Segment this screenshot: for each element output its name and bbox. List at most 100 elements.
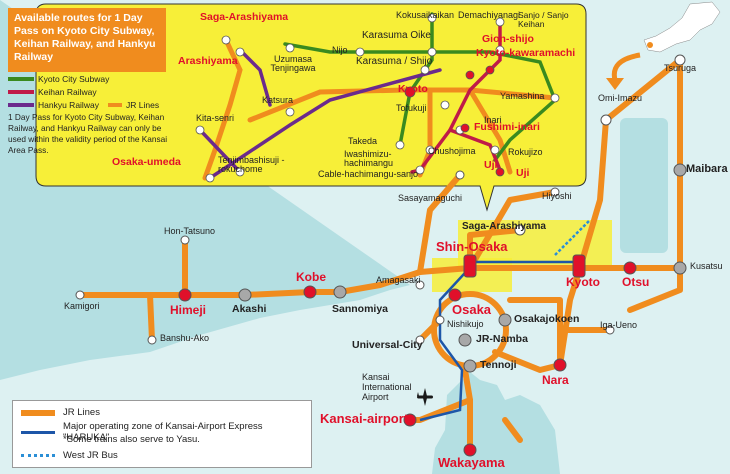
label-kyoto: Kyoto bbox=[566, 275, 600, 289]
inset-label-nijo: Nijo bbox=[332, 45, 348, 55]
legend-haruka-note-label: *Some trains also serve to Yasu. bbox=[63, 434, 200, 445]
label-maibara: Maibara bbox=[686, 163, 728, 175]
station-omi-imazu bbox=[600, 114, 612, 126]
inset-st-uzumasa bbox=[285, 43, 295, 53]
inset-st-demachiyanagi bbox=[495, 17, 505, 27]
legend-bus-swatch bbox=[21, 454, 55, 457]
inset-st-karasuma-oike bbox=[427, 47, 437, 57]
legend-haruka-note: *Some trains also serve to Yasu. bbox=[63, 434, 200, 445]
inset-legend-jr-label: JR Lines bbox=[126, 100, 160, 110]
legend-bus-label: West JR Bus bbox=[63, 450, 118, 461]
jr-line-hiyoshi bbox=[467, 189, 558, 271]
inset-legend-subway: Kyoto City Subway bbox=[8, 74, 109, 84]
inset-legend-hankyu: Hankyu Railway bbox=[8, 100, 99, 110]
inset-label-saga-arashiyama: Saga-Arashiyama bbox=[200, 11, 289, 23]
inset-legend-subway-label: Kyoto City Subway bbox=[38, 74, 110, 84]
inset-label-kyoto: Kyoto bbox=[398, 83, 428, 95]
label-universal-city: Universal-City bbox=[352, 339, 423, 351]
station-wakayama bbox=[463, 443, 477, 457]
inset-st-yamashina bbox=[550, 93, 560, 103]
curved-arrow-icon bbox=[611, 52, 641, 81]
keihan-swatch bbox=[8, 90, 34, 94]
inset-subway-tozai bbox=[283, 42, 558, 162]
hankyu-swatch bbox=[8, 103, 34, 107]
inset-label-tofukuji: Tofukuji bbox=[396, 103, 427, 113]
station-tsuruga bbox=[674, 54, 686, 66]
inset-st-sanjo bbox=[495, 45, 505, 55]
station-kansai-airport bbox=[403, 413, 417, 427]
inset-st-gion-shijo bbox=[485, 65, 495, 75]
inset-label-kokusaikaikan: Kokusaikaikan bbox=[396, 10, 455, 20]
label-hiyoshi: Hiyoshi bbox=[542, 191, 572, 201]
label-iga-ueno: Iga-Ueno bbox=[600, 320, 638, 330]
label-shin-osaka: Shin-Osaka bbox=[436, 239, 508, 254]
inset-st-saga-arashiyama bbox=[221, 35, 231, 45]
station-amagasaki bbox=[415, 280, 425, 290]
jr-swatch bbox=[108, 103, 122, 107]
inset-legend-keihan: Keihan Railway bbox=[8, 87, 97, 97]
inset-st-kokusaikaikan bbox=[427, 13, 437, 23]
label-amagasaki: Amagasaki bbox=[376, 275, 421, 285]
inset-hankyu-kyoto bbox=[208, 68, 442, 180]
label-banshu-ako: Banshu-Ako bbox=[160, 333, 210, 343]
inset-label-kyoto-kawaramachi: Kyoto-kawaramachi bbox=[476, 47, 576, 59]
jr-line-kyoto-nara bbox=[557, 265, 583, 368]
inset-legend-hankyu-label: Hankyu Railway bbox=[38, 100, 99, 110]
inset-legend-jr: JR Lines bbox=[108, 100, 159, 110]
station-nishikujo bbox=[435, 315, 445, 325]
subway-swatch bbox=[8, 77, 34, 81]
lake-biwa bbox=[620, 118, 668, 253]
inset-label-takeda: Takeda bbox=[348, 136, 378, 146]
jr-line-nara bbox=[507, 297, 563, 368]
station-iga-ueno bbox=[605, 325, 615, 335]
jr-line-sasayama bbox=[417, 172, 463, 275]
station-kyoto bbox=[572, 254, 586, 278]
label-kamigori: Kamigori bbox=[64, 301, 100, 311]
jr-line-ako bbox=[147, 292, 155, 343]
inset-note: 1 Day Pass for Kyoto City Subway, Keihan… bbox=[8, 112, 168, 155]
inset-hankyu-arashiyama bbox=[238, 48, 272, 107]
inset-label-tenjimbashisuji: Tenjimbashisuji -rokuchome bbox=[218, 155, 285, 174]
station-osaka bbox=[448, 288, 462, 302]
inset-label-demachiyanagi: Demachiyanagi bbox=[458, 10, 521, 20]
japan-outline bbox=[643, 1, 721, 53]
station-hon-tatsuno bbox=[180, 235, 190, 245]
label-akashi: Akashi bbox=[232, 303, 267, 315]
jr-line-tennoji-nara bbox=[492, 349, 563, 373]
jr-line-kusatsu bbox=[627, 265, 683, 313]
label-sannomiya: Sannomiya bbox=[332, 303, 389, 315]
inset-st-rokujizo bbox=[490, 145, 500, 155]
inset-st-tenjimbashisuji bbox=[235, 167, 245, 177]
inset-label-uzumasa: Uzumasa Tenjingawa bbox=[270, 54, 316, 73]
inset-label-chushojima: Chushojima bbox=[428, 146, 476, 156]
station-osakajokoen bbox=[498, 313, 512, 327]
inset-label-inari: Inari bbox=[484, 115, 502, 125]
station-sannomiya bbox=[333, 285, 347, 299]
inset-label-arashiyama: Arashiyama bbox=[178, 55, 238, 67]
inset-st-uji bbox=[495, 167, 505, 177]
inset-keihan-uji bbox=[448, 128, 502, 172]
inset-label-yamashina: Yamashina bbox=[500, 91, 545, 101]
station-kobe bbox=[303, 285, 317, 299]
inset-label-kita-senri: Kita-senri bbox=[196, 113, 235, 123]
kansai-marker bbox=[647, 42, 653, 48]
label-osaka: Osaka bbox=[452, 302, 492, 317]
inset-hankyu-senri bbox=[198, 128, 242, 174]
station-shin-osaka bbox=[463, 254, 477, 278]
legend-haruka-swatch bbox=[21, 430, 55, 434]
label-wakayama: Wakayama bbox=[438, 455, 505, 470]
curved-arrow-head bbox=[606, 78, 624, 90]
legend-haruka-label: Major operating zone of Kansai-Airport E… bbox=[62, 421, 263, 443]
legend-jr: JR Lines bbox=[21, 407, 100, 418]
label-kansai-airport: Kansai-airport bbox=[320, 411, 409, 426]
label-himeji: Himeji bbox=[170, 303, 207, 317]
station-jr-namba bbox=[458, 333, 472, 347]
station-banshu-ako bbox=[147, 335, 157, 345]
inset-st-chushojima bbox=[425, 145, 435, 155]
inset-label-osaka-umeda: Osaka-umeda bbox=[112, 156, 181, 168]
inset-st-tofukuji bbox=[440, 100, 450, 110]
inset-st-fushimi-inari bbox=[460, 123, 470, 133]
inset-jr-uji bbox=[467, 87, 513, 175]
